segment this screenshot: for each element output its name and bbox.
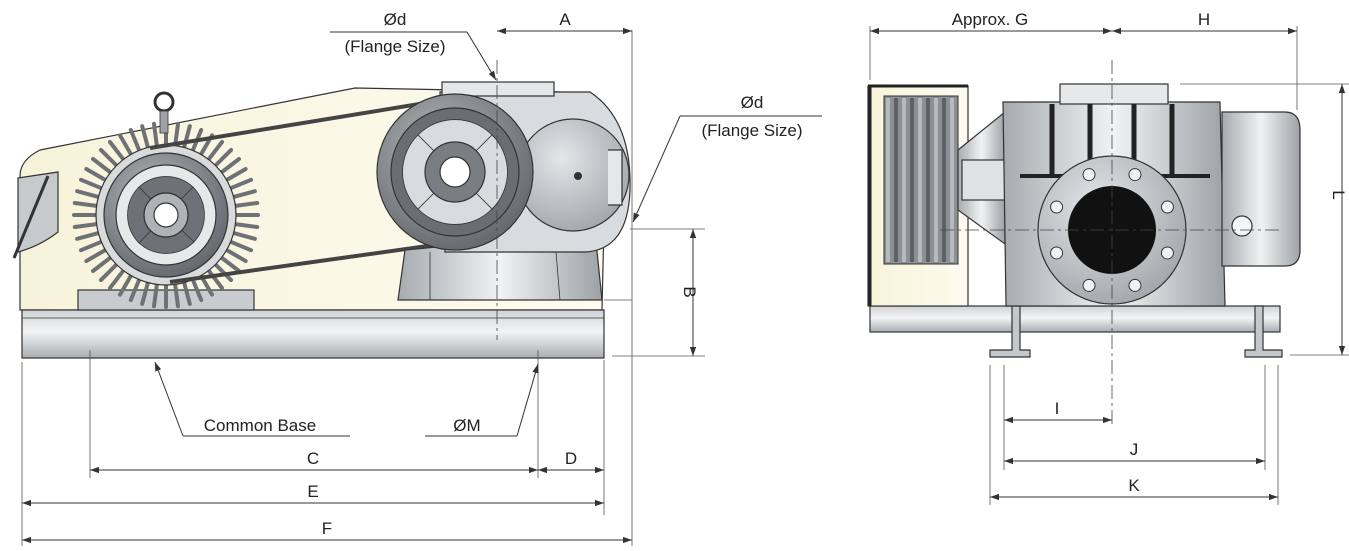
- motor-fin: [228, 239, 253, 253]
- pulley-rib: [902, 98, 906, 262]
- motor-shaft: [153, 202, 179, 228]
- flange-d-top: Ød: [384, 10, 407, 29]
- pulley-rib: [926, 98, 930, 262]
- motor-fin: [98, 147, 119, 168]
- base-foot-left: [989, 305, 1031, 358]
- pulley-rib: [950, 98, 954, 262]
- drive-belt: [149, 96, 457, 284]
- motor-terminal: [1231, 215, 1253, 237]
- motor-fin: [84, 248, 108, 263]
- dim-label-b: B: [680, 286, 699, 297]
- motor-fin: [79, 239, 104, 253]
- blower-top-flange: [1059, 83, 1169, 105]
- motor-fin: [151, 121, 159, 148]
- dim-label-d: D: [565, 449, 577, 468]
- flange-bolts: [1050, 168, 1174, 292]
- motor-fin: [231, 231, 257, 241]
- motor-fin: [182, 280, 192, 306]
- base-plate: [869, 305, 1281, 333]
- motor-fin: [206, 140, 225, 162]
- motor-fin: [128, 277, 142, 302]
- pulley-rib: [918, 98, 922, 262]
- motor-fin: [72, 200, 99, 208]
- motor-fin: [107, 268, 126, 290]
- flange-bolt: [1160, 246, 1174, 260]
- motor-fin: [128, 128, 142, 153]
- base-foot-right: [1244, 305, 1283, 358]
- motor-fin: [190, 277, 204, 302]
- motor-fin: [75, 231, 101, 241]
- flange-bolt: [1050, 200, 1064, 214]
- flange-bolt: [1128, 168, 1142, 182]
- dim-label-f: F: [322, 519, 332, 538]
- motor-fin: [231, 189, 257, 199]
- motor-fin: [118, 273, 133, 297]
- motor-fin: [91, 255, 113, 274]
- motor-fin: [98, 262, 119, 283]
- drive-motor: [1221, 111, 1301, 267]
- pulley-rib: [886, 98, 890, 262]
- motor-fin: [233, 200, 260, 208]
- flange-bolt: [1160, 200, 1174, 214]
- motor-fin: [107, 140, 126, 162]
- flange-size-top: (Flange Size): [344, 37, 445, 56]
- dim-label-a: A: [559, 10, 571, 29]
- motor-fin: [219, 255, 241, 274]
- blower-outlet-flange: [441, 81, 555, 97]
- pulley-rib: [894, 98, 898, 262]
- motor-fin: [224, 167, 248, 182]
- motor-fin: [151, 282, 159, 309]
- dim-label-i: I: [1055, 399, 1060, 418]
- pulley-rib: [942, 98, 946, 262]
- motor-fin: [84, 167, 108, 182]
- bolt-hole-label: ØM: [453, 416, 480, 435]
- dim-label-k: K: [1128, 476, 1140, 495]
- motor-fin: [173, 282, 181, 309]
- motor-fin: [91, 156, 113, 175]
- flange-bolt: [1050, 246, 1064, 260]
- motor-fin: [75, 189, 101, 199]
- left-view: A B C D E F Ød (Flange Size) Ød (Flange …: [12, 10, 822, 548]
- motor-pulley-ribs: [883, 95, 959, 265]
- side-flange: [608, 149, 623, 206]
- dim-label-c: C: [307, 449, 319, 468]
- flange-bolt: [1082, 278, 1096, 292]
- motor-fins: [72, 121, 260, 309]
- flange-bolt: [1128, 278, 1142, 292]
- motor-fin: [213, 147, 234, 168]
- dim-label-e: E: [307, 482, 318, 501]
- guard-lip: [17, 171, 59, 253]
- motor-fin: [228, 177, 253, 191]
- common-base-label: Common Base: [204, 416, 316, 435]
- pulley-rib: [910, 98, 914, 262]
- motor-fin: [140, 280, 150, 306]
- dim-label-g: Approx. G: [952, 10, 1029, 29]
- flange-d-right: Ød: [741, 93, 764, 112]
- dim-label-l: L: [1329, 190, 1348, 199]
- motor-fin: [72, 222, 99, 230]
- motor-fin: [224, 248, 248, 263]
- motor-fin: [233, 222, 260, 230]
- eye-bolt: [153, 91, 175, 113]
- motor-fin: [118, 133, 133, 157]
- pulley-rib: [934, 98, 938, 262]
- motor-fin: [140, 124, 150, 150]
- dim-label-h: H: [1198, 10, 1210, 29]
- motor-fin: [219, 156, 241, 175]
- blower-shaft: [439, 156, 471, 188]
- motor-fin: [213, 262, 234, 283]
- dim-label-j: J: [1130, 440, 1139, 459]
- motor-fin: [79, 177, 104, 191]
- motor-fin: [206, 268, 225, 290]
- flange-bolt: [1082, 168, 1096, 182]
- common-base: [21, 309, 605, 359]
- flange-size-right: (Flange Size): [701, 121, 802, 140]
- right-view: Approx. G H L I J K: [867, 10, 1349, 505]
